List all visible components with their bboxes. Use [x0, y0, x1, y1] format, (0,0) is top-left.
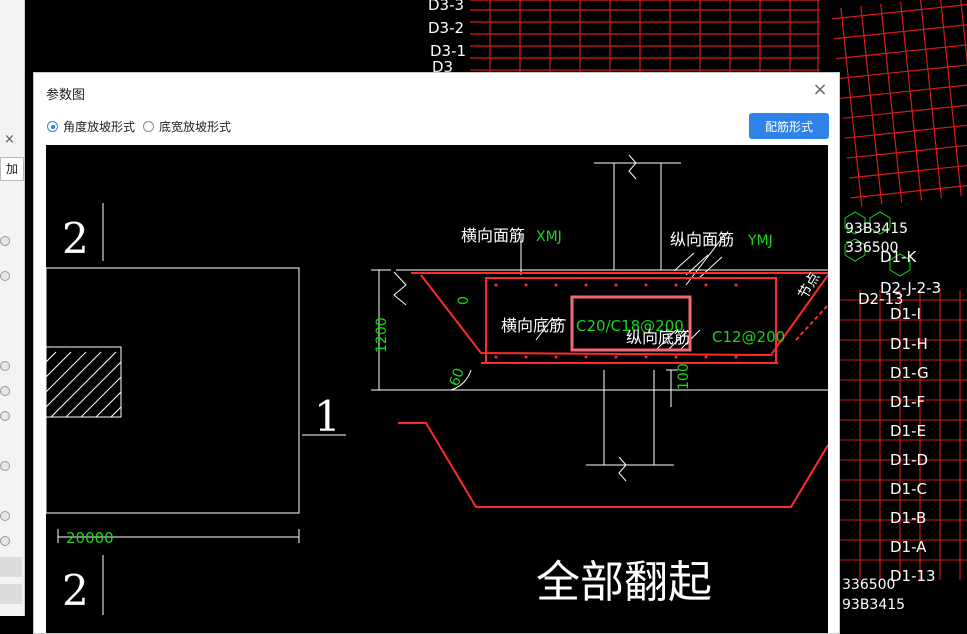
section-mark: 1: [314, 392, 341, 441]
red-grid-top: [470, 0, 820, 72]
dialog-title: 参数图: [46, 88, 86, 103]
radio-icon[interactable]: [0, 536, 10, 546]
radio-unselected-icon[interactable]: [143, 121, 155, 132]
panel-close-icon[interactable]: ×: [4, 132, 15, 147]
bg-label: D1-H: [890, 335, 928, 353]
radio-angle-slope[interactable]: 角度放坡形式: [47, 118, 135, 135]
bg-label: D1-B: [890, 509, 926, 527]
radio-icon[interactable]: [0, 461, 10, 471]
radio-icon[interactable]: [0, 386, 10, 396]
radio-icon[interactable]: [0, 361, 10, 371]
bg-number: 93B3415: [845, 221, 908, 237]
red-grid-right: [831, 0, 967, 207]
diagram-caption: 全部翻起: [536, 557, 712, 608]
bg-label: D1-I: [890, 305, 921, 323]
bg-label: D2-13: [858, 290, 904, 308]
bg-label: D1-G: [890, 364, 929, 382]
reinforcement-form-button[interactable]: 配筋形式: [749, 113, 829, 139]
bg-label: D1-F: [890, 393, 925, 411]
bg-number: 336500: [842, 577, 895, 593]
highlight-box: [570, 295, 692, 352]
radio-label: 角度放坡形式: [63, 120, 136, 134]
radio-selected-icon[interactable]: [47, 121, 58, 132]
section-mark: 2: [62, 566, 89, 615]
slope-mode-radio-group: 角度放坡形式 底宽放坡形式: [47, 118, 239, 135]
annotation-label: 横向底筋: [501, 316, 565, 335]
annotation-value: C20/C18@200: [576, 317, 684, 335]
radio-icon[interactable]: [0, 511, 10, 521]
plan-view: [46, 203, 346, 615]
annotation-code: YMJ: [747, 233, 773, 249]
bg-label: D1-D: [890, 451, 928, 469]
green-marker-cluster: [844, 211, 911, 277]
red-grid-lower-right: [840, 290, 967, 580]
bg-label: D1-K: [880, 248, 918, 266]
bg-number: 93B3415: [842, 597, 905, 613]
rebar-dots: [494, 283, 738, 359]
radio-icon[interactable]: [0, 411, 10, 421]
dimension-label: 60: [447, 366, 468, 388]
section-mark: 2: [62, 214, 89, 263]
bg-label: D3-1: [430, 42, 466, 60]
radio-icon[interactable]: [0, 236, 10, 246]
left-side-panel: × 加: [0, 0, 25, 616]
annotation-value: C12@200: [712, 328, 785, 346]
dimension-label: 1200: [374, 317, 390, 353]
radio-width-slope[interactable]: 底宽放坡形式: [143, 118, 231, 135]
bg-label: D1-C: [890, 480, 927, 498]
radio-label: 底宽放坡形式: [159, 120, 232, 134]
bg-label: D2-J-2-3: [880, 279, 941, 297]
annotation-label: 纵向底筋: [626, 328, 690, 347]
dimension-label: 0: [456, 296, 472, 305]
dimension-label: 20000: [66, 529, 114, 547]
bg-label: D3: [432, 58, 453, 76]
annotation-code: XMJ: [536, 229, 562, 245]
selected-row[interactable]: [0, 584, 22, 604]
bg-number: 336500: [845, 240, 898, 256]
rebar-lines: [398, 272, 828, 508]
bg-label: D1-A: [890, 538, 927, 556]
add-tab-button[interactable]: 加: [0, 157, 24, 181]
bg-label: D1-13: [890, 567, 936, 585]
bg-label: D3-3: [428, 0, 464, 14]
parameter-diagram-dialog: 参数图 × 角度放坡形式 底宽放坡形式 配筋形式: [33, 72, 840, 634]
annotation-label: 纵向面筋: [670, 230, 734, 249]
selected-row[interactable]: [0, 557, 22, 577]
bg-label: D1-E: [890, 422, 926, 440]
close-icon[interactable]: ×: [812, 79, 828, 100]
section-view: [371, 154, 828, 482]
parameter-diagram-canvas: 2 1 2 20000: [46, 145, 828, 633]
bg-label: D3-2: [428, 19, 464, 37]
annotation-label: 横向面筋: [461, 226, 525, 245]
dimension-label: 100: [676, 363, 692, 390]
radio-icon[interactable]: [0, 271, 10, 281]
